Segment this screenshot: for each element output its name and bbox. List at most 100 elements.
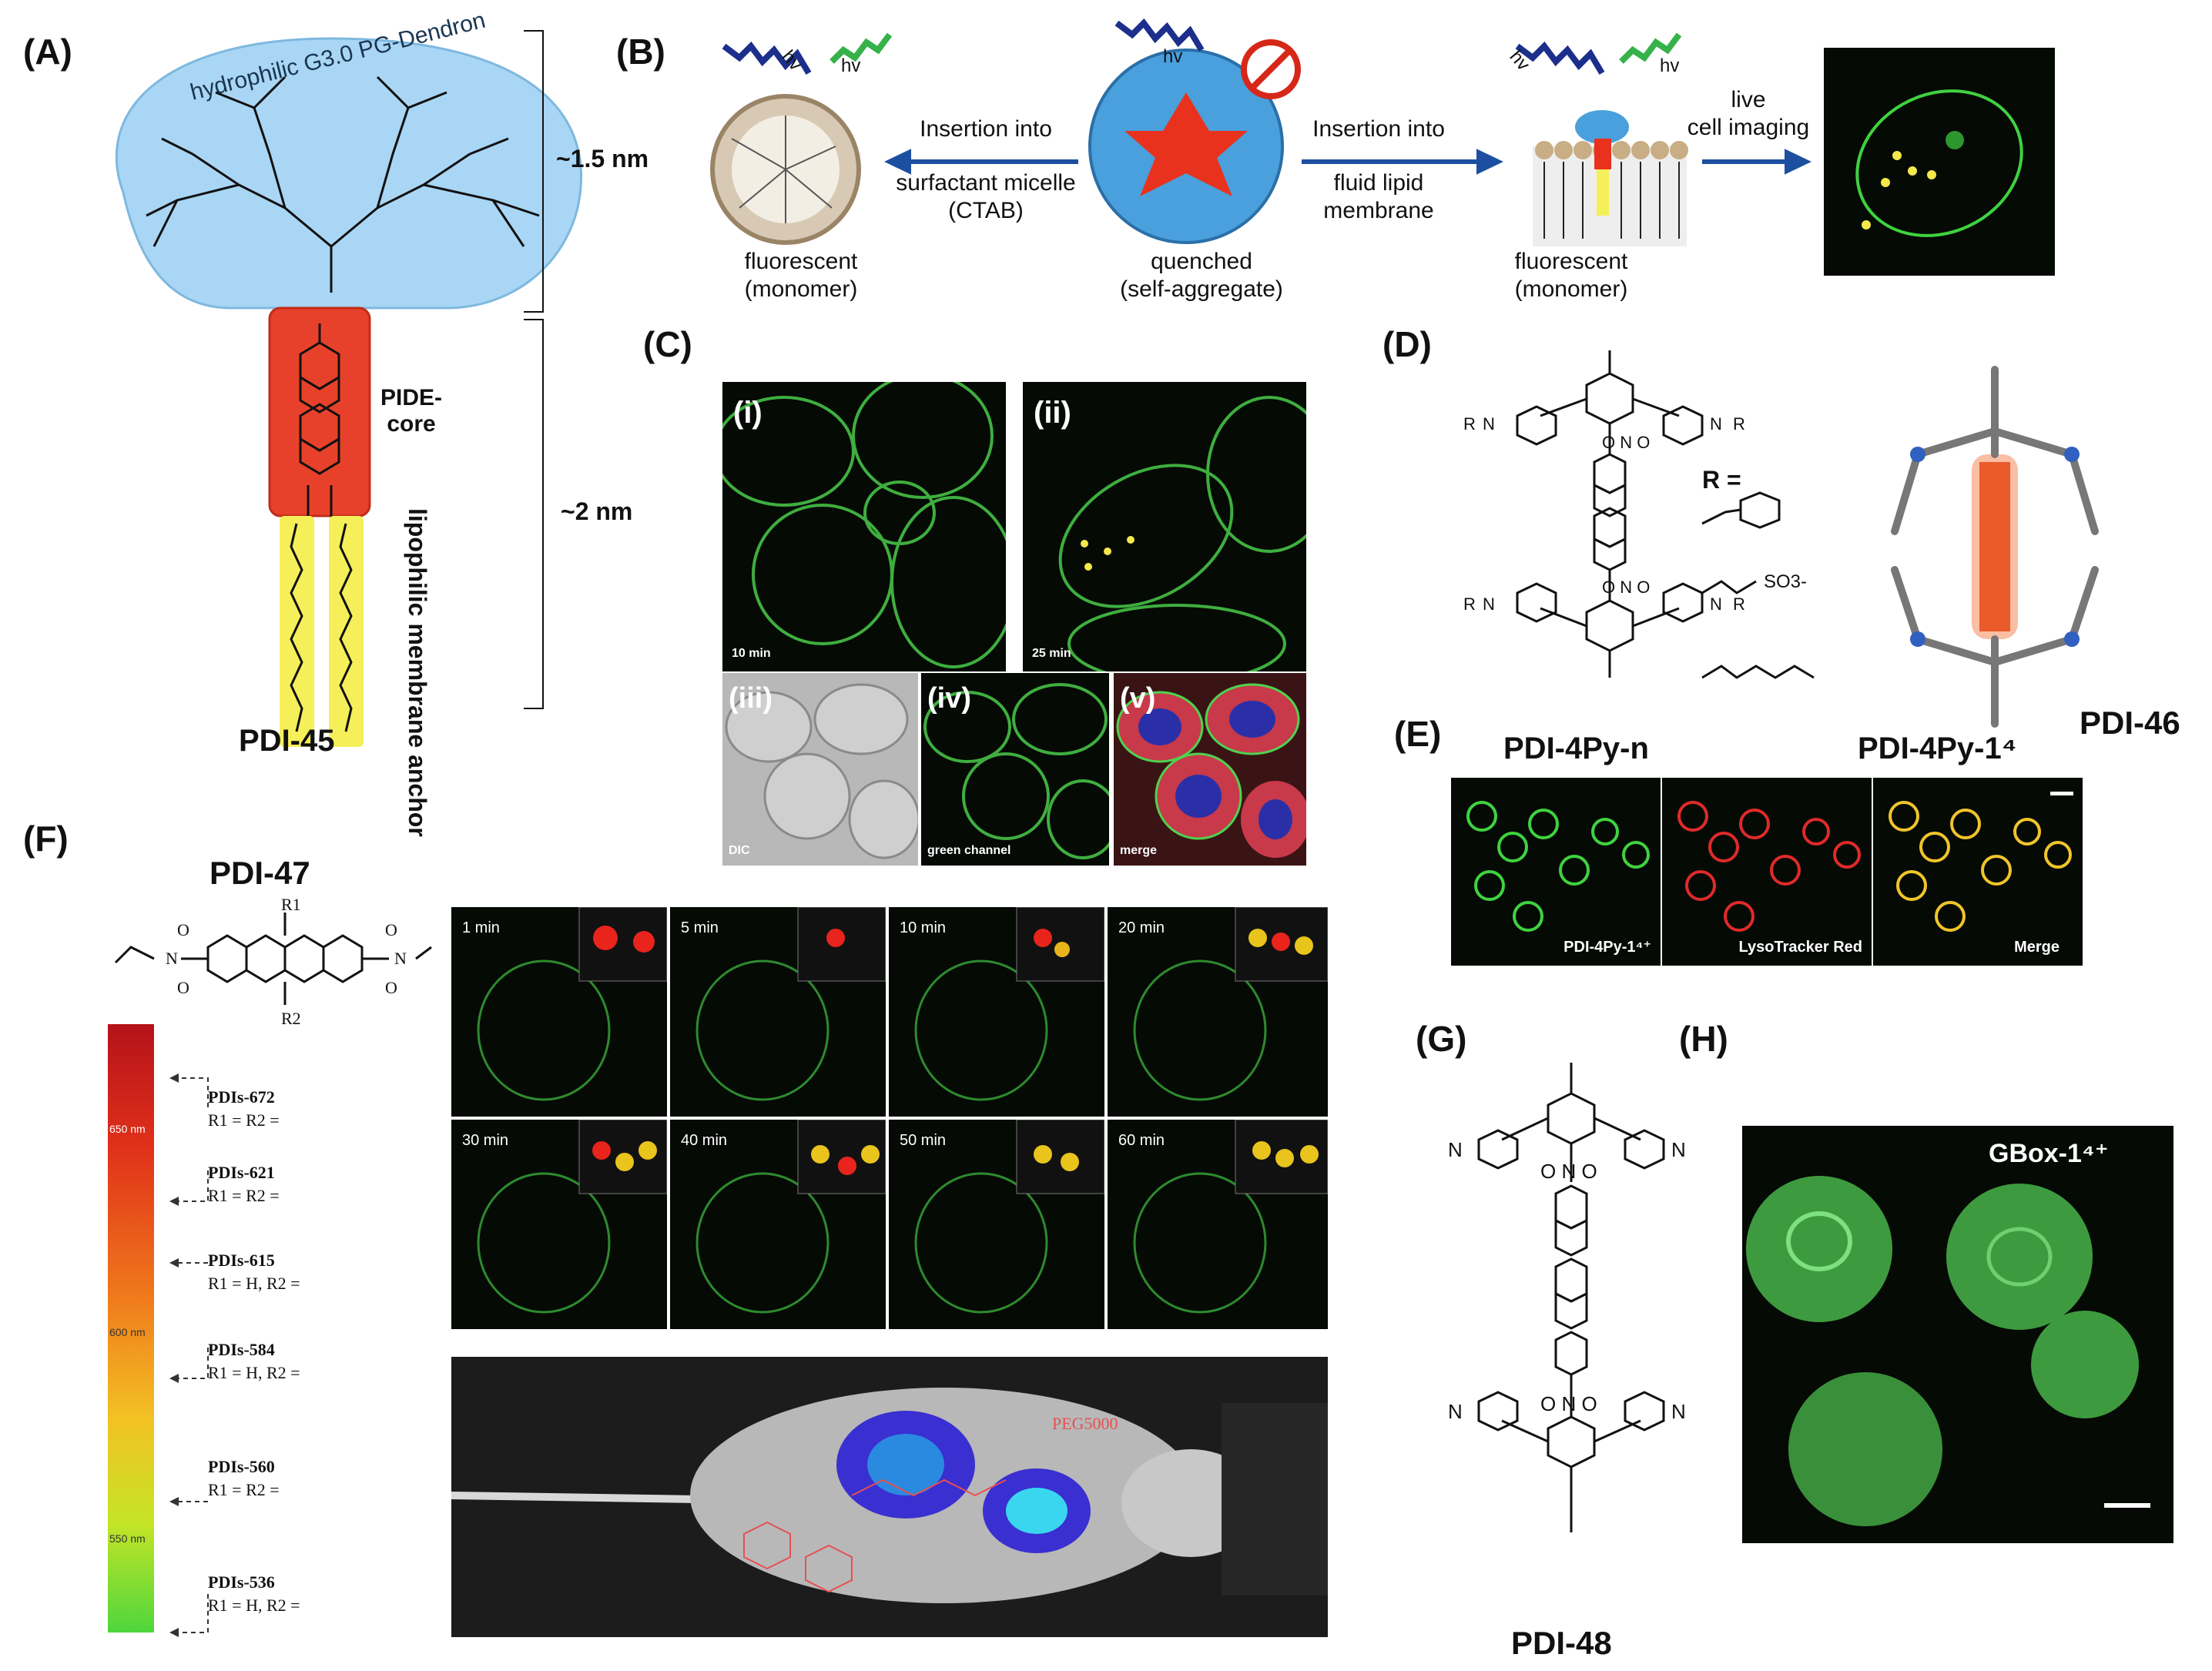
svg-text:N: N	[1671, 1138, 1686, 1161]
anchor-chain-right	[329, 516, 364, 747]
f-time-60: 60 min	[1108, 1120, 1328, 1329]
f-time-label-1: 1 min	[462, 919, 500, 936]
panel-label-a: (A)	[23, 32, 72, 72]
compound-pdi-4py-n: PDI-4Py-n	[1503, 732, 1649, 765]
e-cap-2: LysoTracker Red	[1738, 939, 1862, 956]
dendron-cloud	[115, 37, 582, 310]
r-group-options	[1701, 491, 1815, 679]
compound-pdi-45: PDI-45	[239, 724, 335, 758]
e-image-merge: Merge	[1873, 778, 2083, 966]
svg-text:N: N	[1671, 1400, 1686, 1423]
svg-text:R2: R2	[281, 1009, 301, 1028]
f-mouse-image: PEG5000	[451, 1357, 1328, 1637]
compound-pdi-4py-1-4: PDI-4Py-1⁴	[1858, 732, 2017, 765]
c-sub-iv: (iv)	[927, 682, 971, 715]
hv-label-3: hv	[1163, 46, 1183, 67]
svg-text:N: N	[1483, 594, 1495, 614]
c-cap-v: merge	[1120, 844, 1158, 857]
core-label: PIDE-core	[380, 385, 443, 437]
svg-text:O N O: O N O	[1602, 433, 1650, 452]
svg-text:N: N	[1483, 414, 1495, 434]
c-sub-i: (i)	[733, 396, 762, 430]
state-mid-text: quenched(self-aggregate)	[1120, 249, 1283, 302]
svg-text:N: N	[1710, 414, 1722, 434]
panel-label-h: (H)	[1679, 1019, 1728, 1059]
f-time-label-40: 40 min	[681, 1132, 728, 1149]
tick-650: 650 nm	[109, 1123, 146, 1135]
svg-text:R: R	[1733, 414, 1745, 434]
c-sub-iii: (iii)	[729, 682, 773, 715]
state-left-text: fluorescent(monomer)	[744, 249, 858, 302]
svg-text:O N O: O N O	[1602, 578, 1650, 597]
f-time-label-50: 50 min	[900, 1132, 947, 1149]
e-cap-1: PDI-4Py-1⁴⁺	[1563, 939, 1651, 956]
anchor-chain-left	[280, 516, 314, 747]
f-time-5: 5 min	[670, 907, 886, 1117]
entry-pointers	[169, 1073, 209, 1637]
compound-pdi-46: PDI-46	[2080, 705, 2180, 741]
hv-label-5: hv	[1660, 55, 1680, 76]
svg-text:O N O: O N O	[1540, 1392, 1597, 1415]
c-cap-iii: DIC	[729, 844, 750, 857]
panel-label-d: (D)	[1382, 324, 1432, 364]
c-time-i: 10 min	[732, 647, 771, 660]
svg-text:R: R	[1733, 594, 1745, 614]
f-time-50: 50 min	[889, 1120, 1104, 1329]
anchor-label: lipophilic membrane anchor	[404, 508, 431, 837]
c-image-v: (v) merge	[1114, 673, 1306, 866]
f-time-40: 40 min	[670, 1120, 886, 1329]
arrow-left-text: Insertion into	[920, 116, 1052, 142]
svg-text:R: R	[1463, 594, 1476, 614]
panel-label-c: (C)	[643, 324, 692, 364]
hv-label-2: hv	[841, 55, 861, 76]
e-image-red: LysoTracker Red	[1662, 778, 1872, 966]
e-cap-3: Merge	[2014, 939, 2060, 956]
c-image-ii: (ii) 25 min	[1023, 382, 1306, 671]
state-right-text: fluorescent(monomer)	[1514, 249, 1628, 302]
peg-label: PEG5000	[1052, 1414, 1118, 1433]
h-caption: GBox-1⁴⁺	[1989, 1139, 2109, 1168]
f-time-1: 1 min	[451, 907, 667, 1117]
compound-pdi-48: PDI-48	[1511, 1625, 1612, 1661]
svg-text:N: N	[166, 949, 178, 968]
size-top-label: ~1.5 nm	[556, 145, 649, 172]
h-image: GBox-1⁴⁺	[1742, 1126, 2173, 1543]
svg-text:O N O: O N O	[1540, 1160, 1597, 1183]
f-time-30: 30 min	[451, 1120, 667, 1329]
panel-label-g: (G)	[1416, 1019, 1467, 1059]
svg-text:N: N	[1710, 594, 1722, 614]
e-image-green: PDI-4Py-1⁴⁺	[1451, 778, 1661, 966]
size-bottom-label: ~2 nm	[561, 497, 633, 525]
arrow-left-text-2: surfactant micelle(CTAB)	[896, 170, 1076, 223]
f-time-10: 10 min	[889, 907, 1104, 1117]
svg-text:R1: R1	[281, 895, 301, 914]
f-time-label-20: 20 min	[1118, 919, 1165, 936]
compound-pdi-47: PDI-47	[209, 855, 310, 891]
svg-text:N: N	[394, 949, 407, 968]
arrow-right-text: Insertion into	[1312, 116, 1445, 142]
svg-text:R: R	[1463, 414, 1476, 434]
f-time-label-10: 10 min	[900, 919, 947, 936]
panel-a-diagram: hydrophilic G3.0 PG-Dendron	[115, 8, 582, 747]
c-sub-v: (v)	[1120, 682, 1156, 715]
panel-label-b: (B)	[616, 32, 665, 72]
r-equals: R =	[1702, 466, 1741, 494]
svg-text:O: O	[385, 920, 397, 939]
c-cap-iv: green channel	[927, 844, 1011, 857]
f-time-20: 20 min	[1108, 907, 1328, 1117]
so3-label: SO3-	[1764, 571, 1808, 592]
b-live-cell-image	[1824, 48, 2055, 276]
svg-text:N: N	[1448, 1400, 1463, 1423]
panel-label-f: (F)	[23, 819, 69, 859]
panel-b-diagram	[710, 18, 1811, 246]
pdi-4py-1-4-model	[1891, 366, 2099, 728]
svg-text:O: O	[385, 978, 397, 997]
